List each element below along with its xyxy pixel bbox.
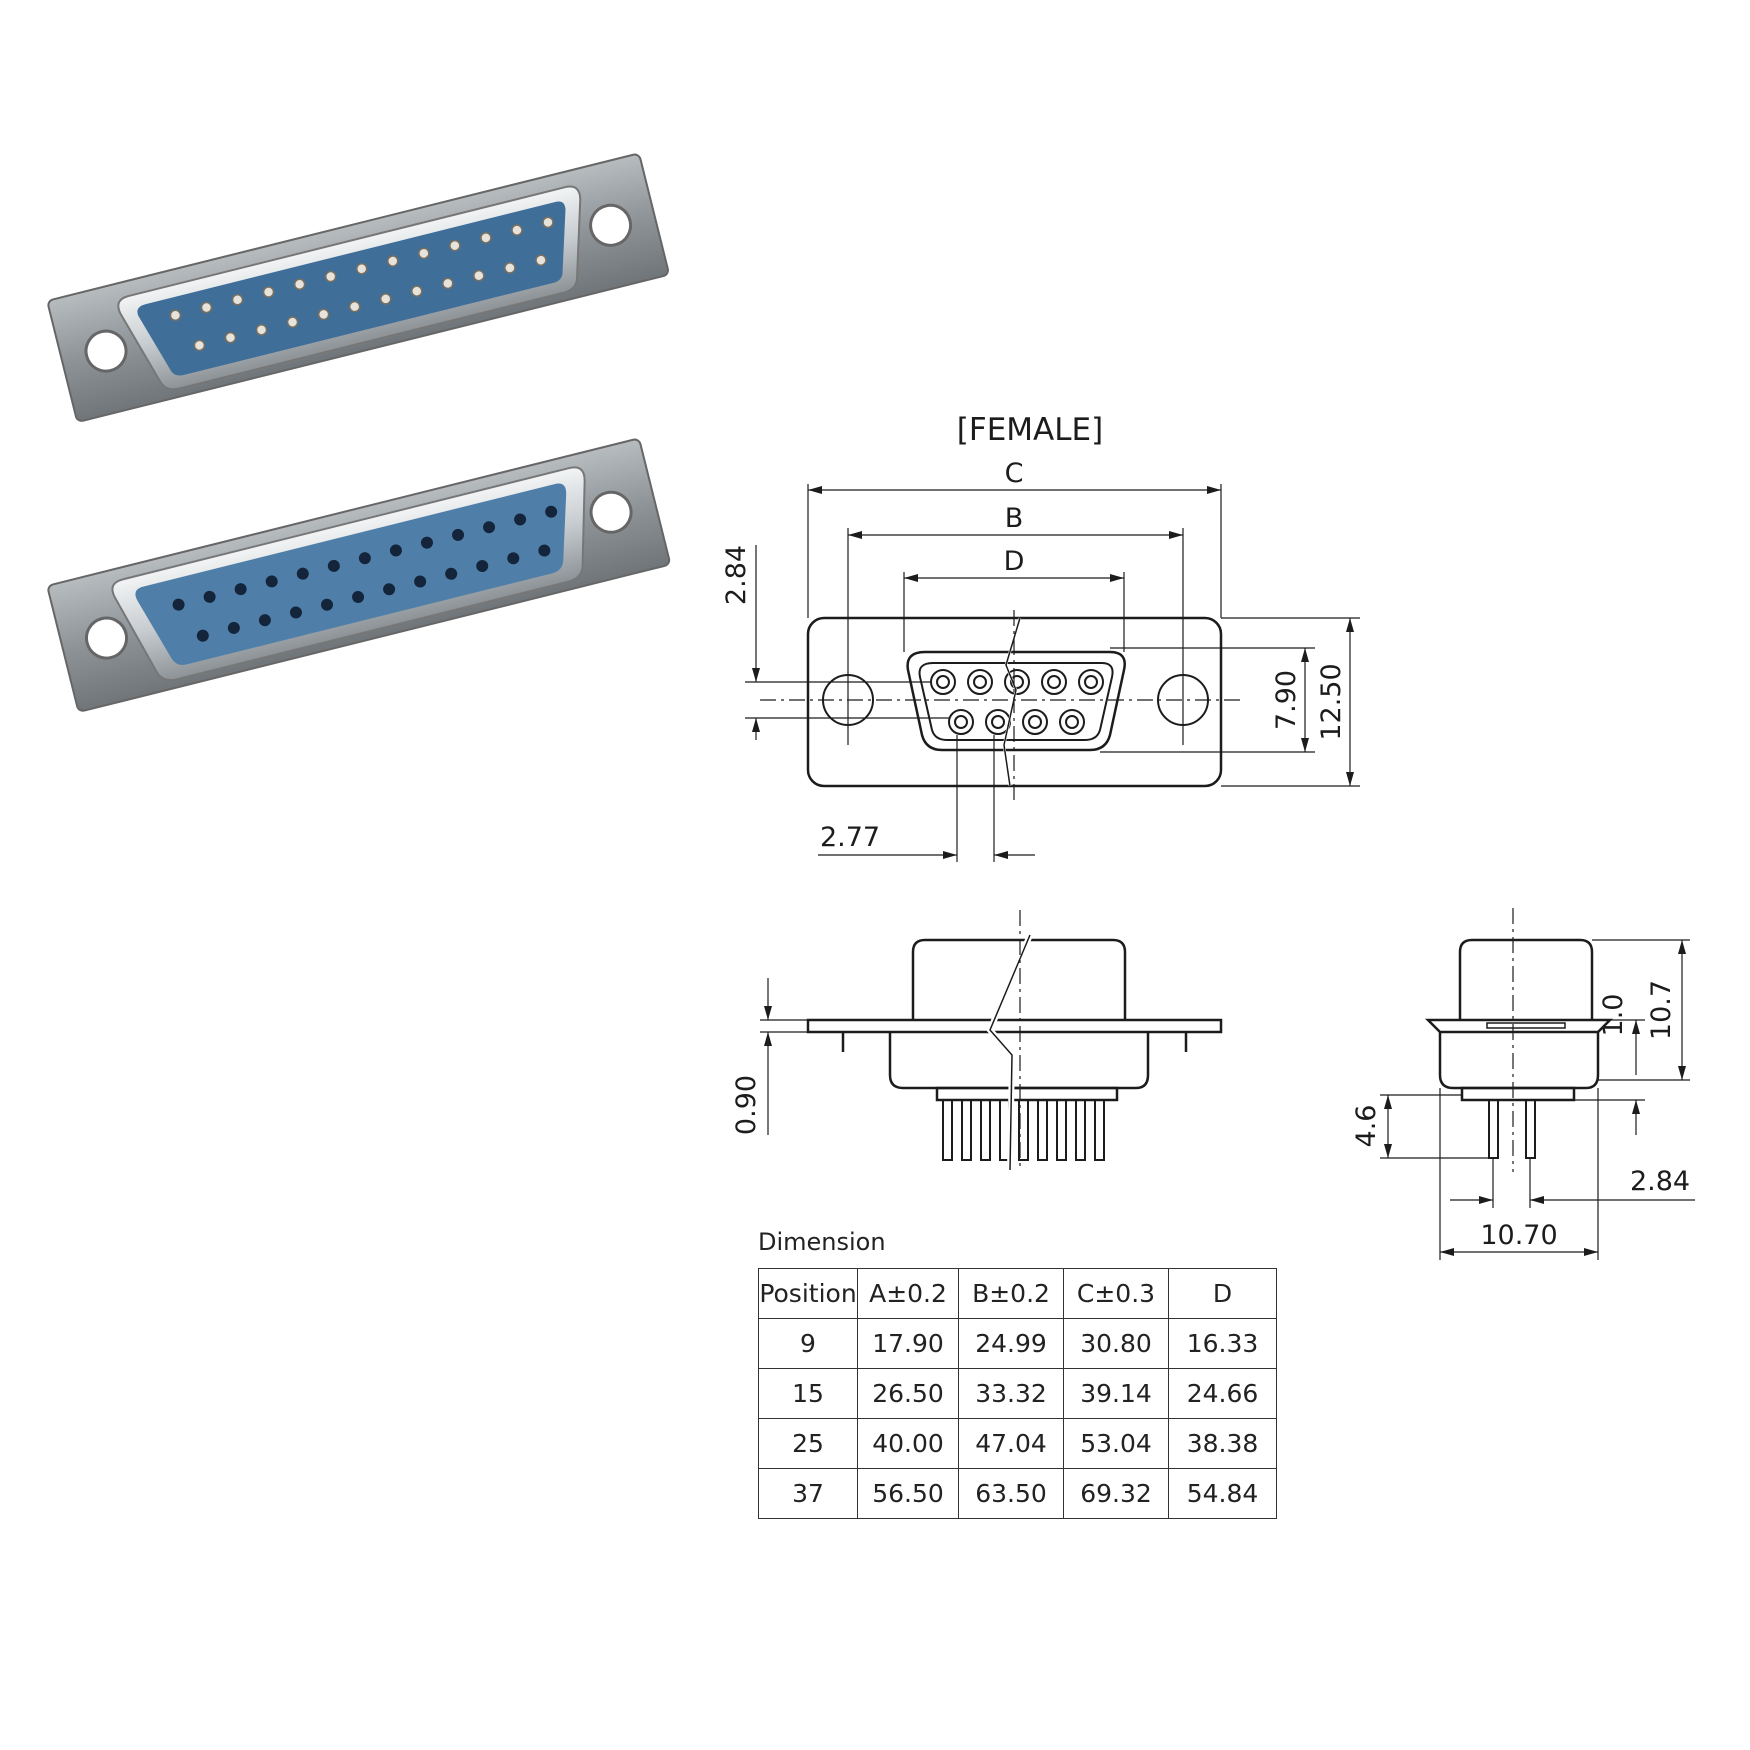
dim-flange-label: 0.90 [731, 1075, 762, 1135]
cell-position: 15 [758, 1368, 858, 1419]
cell-d: 24.66 [1168, 1368, 1277, 1419]
front-view-title: [FEMALE] [957, 412, 1103, 448]
cell-position: 9 [758, 1318, 858, 1369]
header-c: C±0.3 [1063, 1268, 1169, 1319]
table-header-row: Position A±0.2 B±0.2 C±0.3 D [758, 1268, 1277, 1319]
cell-d: 16.33 [1168, 1318, 1277, 1369]
dim-pin-pitch-label: 2.77 [820, 822, 880, 853]
dim-body-height-label: 12.50 [1316, 663, 1347, 740]
dimension-table: Position A±0.2 B±0.2 C±0.3 D 9 17.90 24.… [758, 1268, 1277, 1519]
cell-b: 33.32 [958, 1368, 1064, 1419]
cell-d: 54.84 [1168, 1468, 1277, 1519]
cell-a: 17.90 [857, 1318, 959, 1369]
cell-d: 38.38 [1168, 1418, 1277, 1469]
dim-c-label: C [1005, 458, 1024, 489]
male-connector-photo [47, 153, 669, 422]
table-row: 9 17.90 24.99 30.80 16.33 [758, 1318, 1277, 1369]
female-connector-photo [47, 438, 671, 712]
end-view: 10.7 1.0 4.6 2.84 10.70 [1351, 908, 1695, 1260]
cell-position: 37 [758, 1468, 858, 1519]
cell-c: 69.32 [1063, 1468, 1169, 1519]
header-position: Position [758, 1268, 858, 1319]
header-b: B±0.2 [958, 1268, 1064, 1319]
cell-a: 26.50 [857, 1368, 959, 1419]
header-a: A±0.2 [857, 1268, 959, 1319]
table-row: 15 26.50 33.32 39.14 24.66 [758, 1368, 1277, 1419]
dim-b-label: B [1005, 503, 1024, 534]
cell-b: 24.99 [958, 1318, 1064, 1369]
side-view: 0.90 [731, 910, 1223, 1171]
dimension-table-title: Dimension [758, 1228, 886, 1256]
cell-position: 25 [758, 1418, 858, 1469]
dim-end-step-label: 1.0 [1598, 994, 1629, 1037]
dim-shell-height-label: 7.90 [1271, 670, 1302, 730]
cell-c: 39.14 [1063, 1368, 1169, 1419]
dim-end-width-label: 10.70 [1480, 1220, 1557, 1251]
cell-c: 30.80 [1063, 1318, 1169, 1369]
dim-end-height-label: 10.7 [1646, 980, 1677, 1040]
cell-c: 53.04 [1063, 1418, 1169, 1469]
table-row: 25 40.00 47.04 53.04 38.38 [758, 1418, 1277, 1469]
cell-a: 40.00 [857, 1418, 959, 1469]
dim-pin-offset-label: 2.84 [721, 545, 752, 605]
front-view: [FEMALE] C B [721, 412, 1360, 862]
cell-a: 56.50 [857, 1468, 959, 1519]
cell-b: 63.50 [958, 1468, 1064, 1519]
dim-pin-length-label: 4.6 [1351, 1105, 1382, 1148]
cell-b: 47.04 [958, 1418, 1064, 1469]
header-d: D [1168, 1268, 1277, 1319]
dim-d-label: D [1004, 546, 1025, 577]
table-row: 37 56.50 63.50 69.32 54.84 [758, 1468, 1277, 1519]
dim-row-pitch-label: 2.84 [1630, 1166, 1690, 1197]
